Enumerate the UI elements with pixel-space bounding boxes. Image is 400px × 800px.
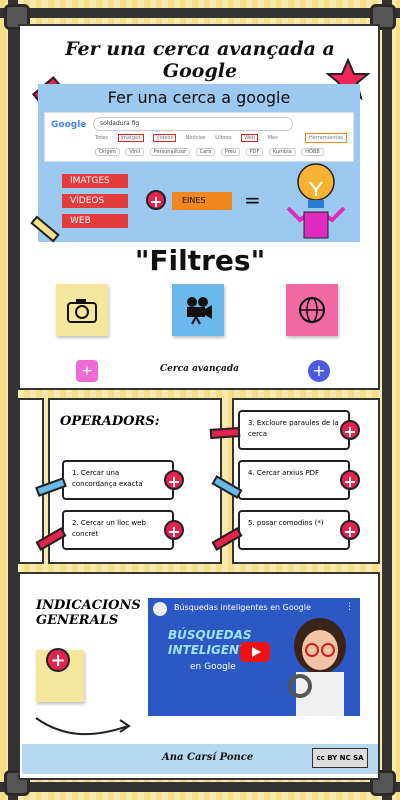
plus-icon: + <box>146 190 166 211</box>
operator-text: 5. posar comodins (*) <box>248 519 324 527</box>
frame-bottom <box>0 782 400 792</box>
search-input[interactable]: soldadura fig <box>93 117 293 131</box>
tab-more[interactable]: Més <box>267 135 278 141</box>
expand-button[interactable]: + <box>164 520 184 541</box>
google-logo: Google <box>51 120 87 130</box>
chip[interactable]: PDF <box>245 148 264 156</box>
frame-top <box>0 8 400 18</box>
google-results-bar: Google soldadura fig Totes Imatges Vídeo… <box>44 112 354 162</box>
operator-text: 1. Cercar una concordança exacta <box>72 469 143 488</box>
operator-card: 2. Cercar un lloc web concret <box>62 510 174 550</box>
chip[interactable]: Preu <box>220 148 241 156</box>
chip[interactable]: Cara <box>195 148 216 156</box>
expand-button[interactable]: + <box>308 360 330 382</box>
category-web: WEB <box>62 214 128 228</box>
lightbulb-person-icon <box>286 163 346 239</box>
screenshot-caption: Fer una cerca a google <box>107 88 291 107</box>
expand-button[interactable]: + <box>76 360 98 382</box>
equals-sign: = <box>244 188 261 212</box>
video-title: Búsquedas inteligentes en Google <box>174 603 311 612</box>
author-name: Ana Carsí Ponce <box>162 752 254 763</box>
operator-card: 4. Cercar arxius PDF <box>238 460 350 500</box>
side-panel <box>18 398 44 564</box>
operators-title: OPERADORS: <box>60 414 160 429</box>
expand-button[interactable]: + <box>340 520 360 541</box>
images-filter-note <box>56 284 108 336</box>
chip[interactable]: HOBB <box>301 148 324 156</box>
operator-card: 1. Cercar una concordança exacta <box>62 460 174 500</box>
expand-button[interactable]: + <box>340 470 360 491</box>
operator-text: 3. Excloure paraules de la cerca <box>248 419 339 438</box>
more-icon[interactable]: ⋮ <box>345 602 354 612</box>
operator-card: 3. Excloure paraules de la cerca <box>238 410 350 450</box>
category-videos: VÍDEOS <box>62 194 128 208</box>
play-icon[interactable] <box>240 642 270 662</box>
operator-text: 2. Cercar un lloc web concret <box>72 519 146 538</box>
corner-bolt <box>370 4 396 30</box>
advanced-search-label: Cerca avançada <box>160 364 239 374</box>
tape <box>209 426 241 440</box>
operator-card: 5. posar comodins (*) <box>238 510 350 550</box>
google-screenshot: Fer una cerca a google Google soldadura … <box>38 84 360 242</box>
tab-all[interactable]: Totes <box>95 135 108 141</box>
videos-filter-note <box>172 284 224 336</box>
channel-avatar <box>153 602 167 616</box>
camera-icon <box>67 299 97 323</box>
film-camera-icon <box>187 297 212 325</box>
chip[interactable]: Kumbia <box>268 148 296 156</box>
frame-right <box>382 0 392 800</box>
avatar <box>288 618 346 716</box>
globe-icon <box>299 297 325 323</box>
category-images: IMATGES <box>62 174 128 188</box>
expand-button[interactable]: + <box>164 470 184 491</box>
arrow-icon <box>35 717 131 736</box>
search-tabs: Totes Imatges Vídeos Notícies Llibres We… <box>95 134 286 142</box>
expand-button[interactable]: + <box>340 420 360 441</box>
footer: Ana Carsí Ponce cc BY NC SA <box>22 744 378 774</box>
tab-images[interactable]: Imatges <box>117 134 144 142</box>
tab-books[interactable]: Llibres <box>215 135 232 141</box>
chip[interactable]: Origen <box>95 148 120 156</box>
page-title: Fer una cerca avançada a Google <box>65 38 335 82</box>
video-subtitle: en Google <box>190 662 236 672</box>
filters-title: "Filtres" <box>134 244 266 277</box>
tab-web[interactable]: Web <box>241 134 259 142</box>
general-title: INDICACIONS GENERALS <box>36 598 141 628</box>
chip[interactable]: Vinil <box>125 148 145 156</box>
frame-left <box>8 0 18 800</box>
tab-videos[interactable]: Vídeos <box>153 134 177 142</box>
license-badge: cc BY NC SA <box>312 748 368 768</box>
tab-news[interactable]: Notícies <box>185 135 206 141</box>
tools-button[interactable]: Herramientas <box>304 133 347 143</box>
filter-chips: Origen Vinil Personalitzar Cara Preu PDF… <box>95 148 328 156</box>
operator-text: 4. Cercar arxius PDF <box>248 469 320 477</box>
chip[interactable]: Personalitzar <box>149 148 191 156</box>
tools-label: EINES <box>172 192 232 210</box>
video-thumbnail[interactable]: Búsquedas inteligentes en Google ⋮ BÚSQU… <box>148 598 360 716</box>
expand-button[interactable]: + <box>46 648 70 672</box>
web-filter-note <box>286 284 338 336</box>
